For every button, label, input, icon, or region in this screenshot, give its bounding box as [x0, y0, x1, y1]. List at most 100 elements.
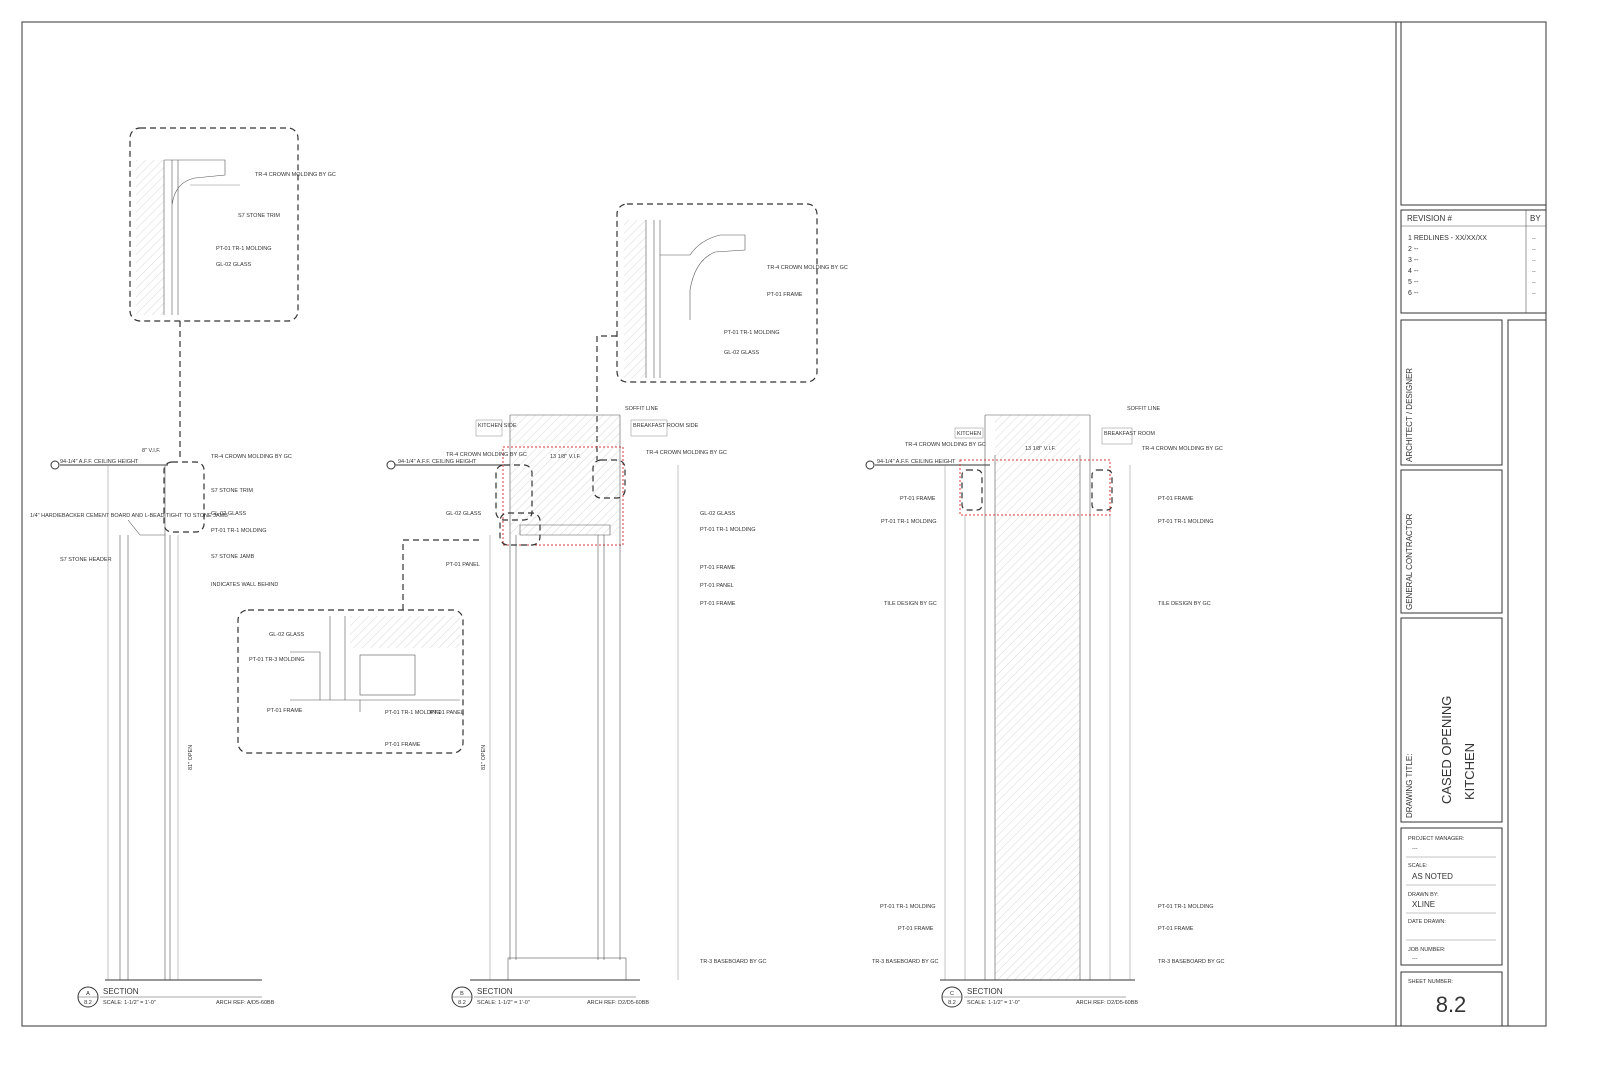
label-c-base-l: TR-3 BASEBOARD BY GC — [872, 959, 939, 965]
label-c-frame-r: PT-01 FRAME — [1158, 496, 1194, 502]
label-b-d2-frame: PT-01 FRAME — [267, 708, 303, 714]
tag-a-ref: ARCH REF: A/D5-60BB — [216, 1000, 275, 1006]
architect-box — [1400, 319, 1503, 466]
revision-by-6: -- — [1532, 291, 1536, 297]
revision-header: REVISION # — [1407, 214, 1452, 223]
label-c-frame-r2: PT-01 FRAME — [1158, 926, 1194, 932]
revision-table — [1400, 209, 1547, 314]
label-c-tr4-right: TR-4 CROWN MOLDING BY GC — [1142, 446, 1223, 452]
tag-c-title: SECTION — [967, 987, 1003, 996]
tag-b-sheet: 8.2 — [458, 1000, 466, 1006]
tag-a-sheet: 8.2 — [84, 1000, 92, 1006]
revision-row-6: 6 -- — [1408, 290, 1419, 297]
label-c-breakfast: BREAKFAST ROOM — [1104, 431, 1155, 437]
drawing-title-line1: CASED OPENING — [1439, 696, 1454, 804]
label-c-tr1-r: PT-01 TR-1 MOLDING — [1158, 519, 1214, 525]
title-block: REVISION # BY 1 REDLINES - XX/XX/XX -- 2 -… — [1400, 21, 1547, 1027]
revision-row-1: 1 REDLINES - XX/XX/XX — [1408, 235, 1487, 242]
detail-bubble-b1 — [616, 203, 818, 383]
tag-c-scale: SCALE: 1-1/2" = 1'-0" — [967, 1000, 1020, 1006]
sheet-number-value: 8.2 — [1436, 992, 1467, 1017]
label-b-panel: PT-01 PANEL — [446, 562, 480, 568]
tag-c-sheet: 8.2 — [948, 1000, 956, 1006]
job-number-value: --- — [1412, 956, 1418, 962]
label-a-d-pt01: PT-01 TR-1 MOLDING — [216, 246, 272, 252]
logo-box — [1400, 21, 1547, 206]
label-c-tile-r: TILE DESIGN BY GC — [1158, 601, 1211, 607]
label-b-tr4-right: TR-4 CROWN MOLDING BY GC — [646, 450, 727, 456]
label-b-open: 81" OPEN — [481, 745, 487, 770]
label-b-panel-r: PT-01 PANEL — [700, 583, 734, 589]
tag-a-letter: A — [86, 991, 90, 997]
label-a-hardie: 1/4" HARDIEBACKER CEMENT BOARD AND L-BEA… — [30, 513, 228, 519]
tag-a-title: SECTION — [103, 987, 139, 996]
label-b-tr1-r: PT-01 TR-1 MOLDING — [700, 527, 756, 533]
label-a-8vif: 8" V.I.F. — [142, 448, 161, 454]
label-b-d2-frame2: PT-01 FRAME — [385, 742, 421, 748]
label-b-frame-r1: PT-01 FRAME — [700, 565, 736, 571]
label-a-open: 81" OPEN — [188, 745, 194, 770]
label-c-frame-l: PT-01 FRAME — [900, 496, 936, 502]
side-strip — [1507, 319, 1547, 1027]
label-c-frame-l2: PT-01 FRAME — [898, 926, 934, 932]
label-b-d2-panel: PT-01 PANEL — [430, 710, 464, 716]
label-c-ceiling: 94-1/4" A.F.F. CEILING HEIGHT — [877, 459, 956, 465]
label-b-d-tr1: PT-01 TR-1 MOLDING — [724, 330, 780, 336]
label-a-tr4: TR-4 CROWN MOLDING BY GC — [211, 454, 292, 460]
tag-b-letter: B — [460, 991, 464, 997]
section-a: TR-4 CROWN MOLDING BY GC S7 STONE TRIM P… — [30, 127, 336, 1008]
label-b-breakfast-side: BREAKFAST ROOM SIDE — [633, 423, 699, 429]
label-a-wall: INDICATES WALL BEHIND — [211, 582, 278, 588]
job-number-label: JOB NUMBER: — [1408, 947, 1446, 953]
revision-by-1: -- — [1532, 236, 1536, 242]
revision-by-5: -- — [1532, 280, 1536, 286]
label-a-s7jamb: S7 STONE JAMB — [211, 554, 255, 560]
label-b-gl02-r: GL-02 GLASS — [700, 511, 735, 517]
label-c-tr4-left: TR-4 CROWN MOLDING BY GC — [905, 442, 986, 448]
tag-a-scale: SCALE: 1-1/2" = 1'-0" — [103, 1000, 156, 1006]
pm-label: PROJECT MANAGER: — [1408, 836, 1465, 842]
label-b-tr4-left: TR-4 CROWN MOLDING BY GC — [446, 452, 527, 458]
revision-by-2: -- — [1532, 247, 1536, 253]
label-a-d-s7: S7 STONE TRIM — [238, 213, 280, 219]
revision-row-2: 2 -- — [1408, 246, 1419, 253]
detail-bubble-b2 — [237, 609, 464, 754]
label-a-ceiling: 94-1/4" A.F.F. CEILING HEIGHT — [60, 459, 139, 465]
drawing-title-line2: KITCHEN — [1462, 743, 1477, 800]
scale-label: SCALE: — [1408, 863, 1428, 869]
label-c-tr1-l: PT-01 TR-1 MOLDING — [881, 519, 937, 525]
label-b-d2-tr1: PT-01 TR-1 MOLDING — [385, 710, 441, 716]
label-c-kitchen: KITCHEN — [957, 431, 981, 437]
section-c: 94-1/4" A.F.F. CEILING HEIGHT SOFFIT LIN… — [865, 406, 1225, 1008]
revision-by-4: -- — [1532, 269, 1536, 275]
revision-row-4: 4 -- — [1408, 268, 1419, 275]
label-b-baseboard: TR-3 BASEBOARD BY GC — [700, 959, 767, 965]
label-b-kitchen-side: KITCHEN SIDE — [478, 423, 517, 429]
label-c-13vif: 13 1/8" V.I.F. — [1025, 446, 1056, 452]
revision-by-3: -- — [1532, 258, 1536, 264]
sheet-number-label: SHEET NUMBER: — [1408, 979, 1454, 985]
by-header: BY — [1530, 214, 1541, 223]
scale-value: AS NOTED — [1412, 872, 1453, 881]
label-c-tr1-r2: PT-01 TR-1 MOLDING — [1158, 904, 1214, 910]
label-a-header: S7 STONE HEADER — [60, 557, 112, 563]
label-a-d-tr4: TR-4 CROWN MOLDING BY GC — [255, 172, 336, 178]
label-c-base-r: TR-3 BASEBOARD BY GC — [1158, 959, 1225, 965]
label-b-d-tr4: TR-4 CROWN MOLDING BY GC — [767, 265, 848, 271]
label-c-tile-l: TILE DESIGN BY GC — [884, 601, 937, 607]
label-b-gl02: GL-02 GLASS — [446, 511, 481, 517]
label-a-gl02: GL-02 GLASS — [211, 511, 246, 517]
label-b-d-frame: PT-01 FRAME — [767, 292, 803, 298]
label-b-ceiling: 94-1/4" A.F.F. CEILING HEIGHT — [398, 459, 477, 465]
tag-c-ref: ARCH REF: D2/D5-60BB — [1076, 1000, 1138, 1006]
redline-b — [502, 446, 624, 546]
pm-value: --- — [1412, 846, 1418, 852]
label-a-s7trim: S7 STONE TRIM — [211, 488, 253, 494]
date-drawn-label: DATE DRAWN: — [1408, 919, 1446, 925]
tag-b-scale: SCALE: 1-1/2" = 1'-0" — [477, 1000, 530, 1006]
label-b-d2-tr3: PT-01 TR-3 MOLDING — [249, 657, 305, 663]
label-c-tr1-l2: PT-01 TR-1 MOLDING — [880, 904, 936, 910]
tag-b-ref: ARCH REF: D2/D5-60BB — [587, 1000, 649, 1006]
label-b-13vif: 13 1/8" V.I.F. — [550, 454, 581, 460]
